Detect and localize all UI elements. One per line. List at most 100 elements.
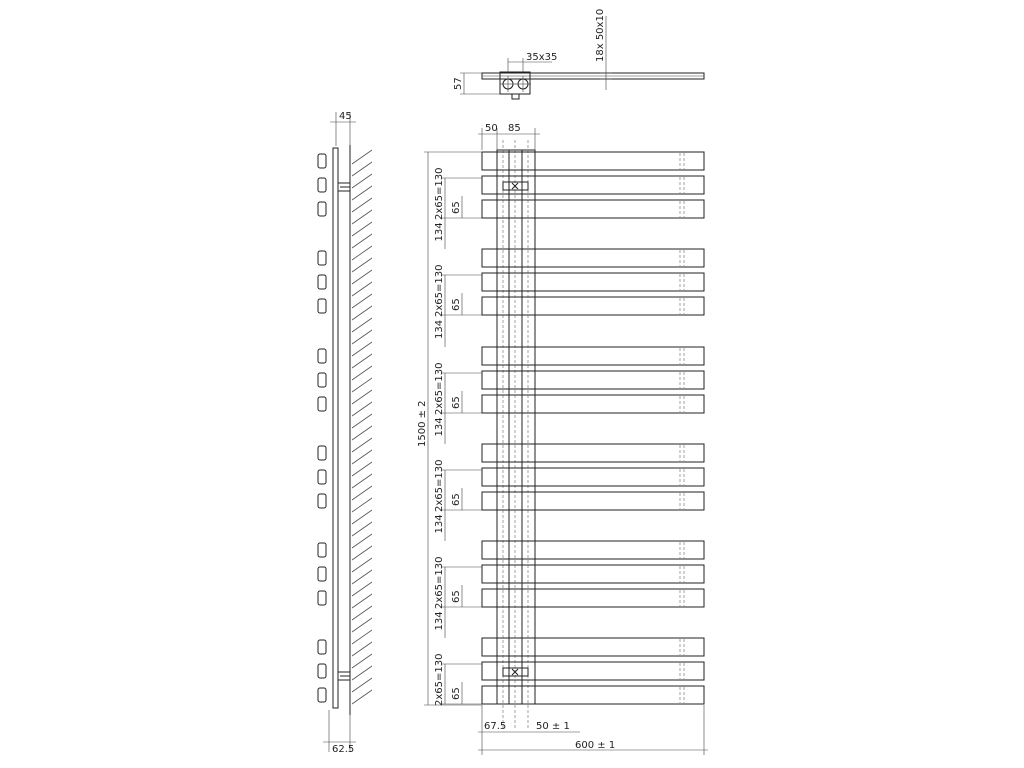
hatch-line [351,665,373,681]
hatch-line [351,149,373,165]
wall-hatching [351,149,373,705]
dim-label: 134 [434,320,445,339]
top-view: 35x35 18x 50x10 57 [453,9,705,100]
front-bar [481,637,705,657]
hatch-line [351,413,373,429]
side-bar [317,663,327,679]
front-bar [481,248,705,268]
hatch-line [351,329,373,345]
hatch-line [351,605,373,621]
front-bar [481,564,705,584]
front-bar [481,491,705,511]
side-view-bars [317,153,327,703]
dim-label: 65 [451,590,462,603]
dim-label: 2x65=130 [434,557,445,609]
dim-label: 65 [451,687,462,700]
side-view-pipe [332,147,339,709]
hatch-line [351,461,373,477]
hatch-line [351,317,373,333]
hatch-line [351,677,373,693]
side-bracket-bottom [337,671,351,681]
dim-bottom-pipe: 50 ± 1 [536,721,570,732]
valve-bottom [502,667,529,677]
side-bar [317,469,327,485]
side-bar [317,298,327,314]
hatch-line [351,269,373,285]
hatch-line [351,437,373,453]
hatch-line [351,521,373,537]
hatch-line [351,245,373,261]
hatch-line [351,593,373,609]
side-bar [317,348,327,364]
dim-side-depth: 45 [339,111,352,122]
valve-top [502,181,529,191]
side-bar [317,201,327,217]
hatch-line [351,545,373,561]
hatch-line [351,233,373,249]
front-bar [481,272,705,292]
dim-label: 2x65=130 [434,460,445,512]
dim-label: 65 [451,201,462,214]
side-bar [317,250,327,266]
hatch-line [351,221,373,237]
side-bracket-top [337,182,351,192]
hatch-line [351,425,373,441]
hatch-line [351,305,373,321]
front-bar [481,370,705,390]
hatch-line [351,377,373,393]
side-bar [317,396,327,412]
side-bar [317,687,327,703]
dim-label: 2x65=130 [434,265,445,317]
dim-label: 134 [434,222,445,241]
front-view-bars [481,151,705,705]
hatch-line [351,173,373,189]
top-view-pipe-block [499,71,531,95]
dim-height: 1500 ± 2 [417,400,428,447]
hatch-line [351,197,373,213]
hatch-line [351,209,373,225]
front-bar [481,588,705,608]
dim-top-depth: 57 [453,77,464,90]
hatch-line [351,533,373,549]
hatch-line [351,293,373,309]
side-bar [317,566,327,582]
dim-label: 65 [451,298,462,311]
dim-width: 600 ± 1 [575,740,615,751]
front-bar [481,394,705,414]
front-bar [481,296,705,316]
dim-bottom-offset: 67.5 [484,721,506,732]
hatch-line [351,389,373,405]
side-bar [317,493,327,509]
dim-label: 134 [434,611,445,630]
side-bar [317,372,327,388]
hatch-line [351,581,373,597]
hatch-line [351,473,373,489]
hatch-line [351,281,373,297]
side-bar [317,177,327,193]
dim-label: 2x65=130 [434,654,445,706]
hatch-line [351,653,373,669]
hatch-line [351,185,373,201]
hatch-line [351,257,373,273]
hatch-line [351,353,373,369]
dim-label: 65 [451,396,462,409]
side-bar [317,445,327,461]
dim-label: 2x65=130 [434,168,445,220]
side-view: 45 62.5 [317,111,373,755]
hatch-line [351,629,373,645]
hatch-line [351,617,373,633]
side-bar [317,590,327,606]
front-view-dimensions: 2x65=130 65 134 2x65=130 65 134 2x65=130 65 134 2… [434,168,482,706]
front-bar [481,661,705,681]
front-view: 2x65=130 65 134 2x65=130 65 134 2x65=130 65 134 2… [417,123,708,755]
hatch-line [351,689,373,705]
dim-front-offset: 50 [485,123,498,134]
dim-top-pipe: 35x35 [526,52,557,63]
hatch-line [351,641,373,657]
dim-label: 134 [434,417,445,436]
dim-label: 134 [434,514,445,533]
dim-front-pipe-spacing: 85 [508,123,521,134]
hatch-line [351,401,373,417]
front-bar [481,199,705,219]
hatch-line [351,161,373,177]
